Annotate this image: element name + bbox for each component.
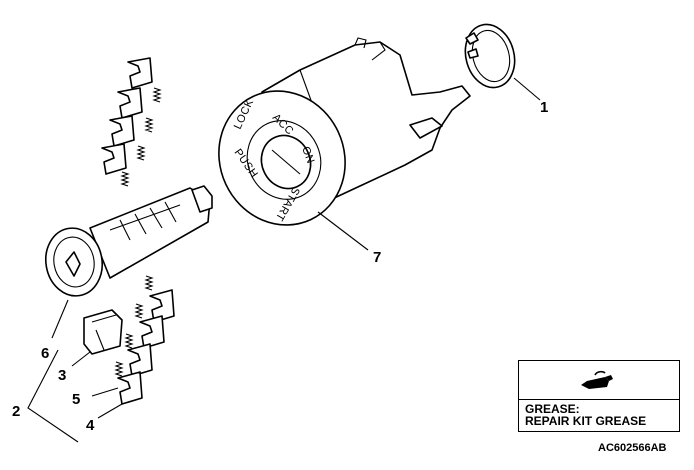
legend-text: GREASE: REPAIR KIT GREASE <box>525 403 646 427</box>
callout-5: 5 <box>72 391 80 408</box>
slider-part <box>83 309 123 355</box>
figure-code: AC602566AB <box>598 442 667 454</box>
leader-1 <box>513 77 541 101</box>
leader-5 <box>91 387 119 397</box>
upper-tumblers <box>101 57 162 187</box>
legend-line-1: GREASE: <box>525 402 580 416</box>
ring-label-on: ON <box>299 145 316 166</box>
bracket-2 <box>27 349 79 443</box>
legend-box: GREASE: REPAIR KIT GREASE <box>518 360 680 432</box>
lock-cylinder <box>45 185 213 297</box>
switch-housing <box>218 37 471 226</box>
legend-divider <box>519 399 679 400</box>
grease-tube-icon <box>581 370 613 389</box>
callout-2: 2 <box>12 403 20 420</box>
callout-3: 3 <box>58 367 66 384</box>
callout-4: 4 <box>86 417 95 434</box>
leader-3 <box>71 351 91 367</box>
callout-1: 1 <box>540 99 548 116</box>
lower-tumblers <box>114 275 175 405</box>
legend-line-2: REPAIR KIT GREASE <box>525 414 647 428</box>
callout-6: 6 <box>41 345 49 362</box>
leader-7 <box>317 211 369 251</box>
callout-7: 7 <box>373 249 381 266</box>
leader-4 <box>97 403 123 419</box>
leader-6 <box>51 299 69 339</box>
snap-ring <box>464 23 516 89</box>
